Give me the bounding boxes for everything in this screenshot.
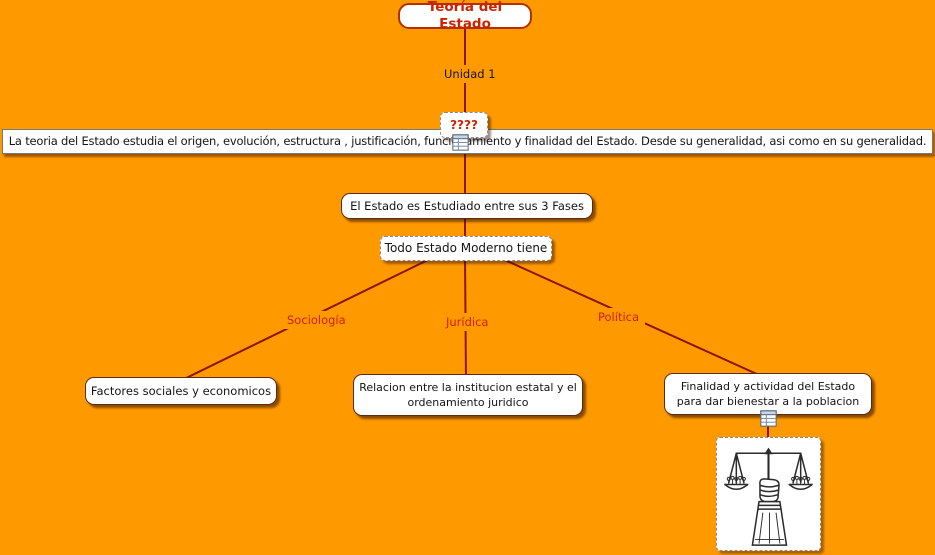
node-todo-estado-moderno[interactable]: Todo Estado Moderno tiene — [380, 236, 552, 261]
linking-phrase-sociologia[interactable]: Sociología — [281, 311, 352, 329]
node-justice-scales-image[interactable] — [716, 437, 821, 551]
node-tres-fases[interactable]: El Estado es Estudiado entre sus 3 Fases — [341, 193, 593, 219]
node-finalidad-actividad[interactable]: Finalidad y actividad del Estado para da… — [664, 373, 872, 415]
resource-attachment-icon[interactable] — [760, 410, 777, 427]
resource-attachment-icon[interactable] — [452, 134, 469, 151]
linking-phrase-juridica[interactable]: Jurídica — [440, 313, 495, 331]
resource-grid-glyph — [760, 410, 777, 427]
node-relacion-institucion[interactable]: Relacion entre la institucion estatal y … — [353, 374, 583, 416]
node-factores-sociales[interactable]: Factores sociales y economicos — [85, 377, 277, 405]
node-question-marks[interactable]: ???? — [440, 112, 488, 138]
justice-scales-fist-icon — [724, 447, 813, 546]
resource-grid-glyph — [452, 134, 469, 151]
linking-phrase-unidad-1[interactable]: Unidad 1 — [438, 65, 502, 83]
linking-phrase-politica[interactable]: Política — [592, 308, 646, 326]
node-teoria-del-estado[interactable]: Teoría del Estado — [398, 0, 532, 32]
